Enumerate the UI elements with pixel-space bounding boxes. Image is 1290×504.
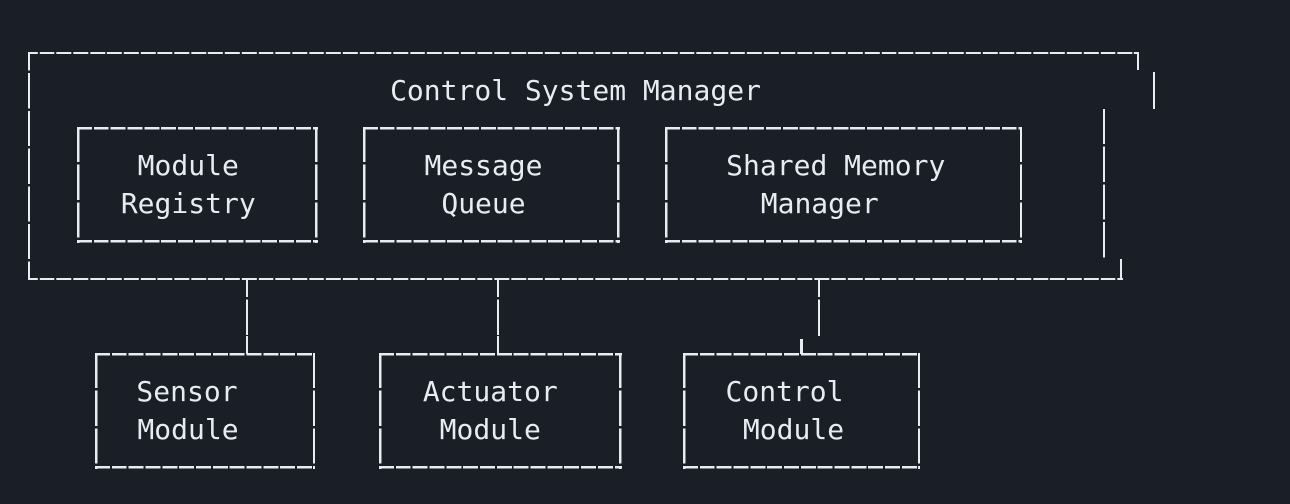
label-line: Registry — [120, 186, 256, 220]
label-line: Actuator — [422, 375, 558, 409]
label-line: Sensor — [136, 375, 238, 409]
outer-box-right-edge-title-segment — [1152, 71, 1156, 109]
box-control-module: Control Module — [682, 353, 921, 469]
label-line: Queue — [441, 186, 526, 220]
outer-box-top-edge — [27, 51, 1140, 55]
box-label: Shared Memory Manager — [668, 130, 1020, 241]
label-line: Module — [439, 413, 541, 447]
box-module-registry: Module Registry — [76, 127, 318, 243]
label-line: Module — [742, 413, 845, 447]
label-line: Module — [137, 149, 239, 183]
connector-sensor-module — [245, 280, 249, 354]
box-message-queue: Message Queue — [363, 127, 620, 243]
box-shared-memory-manager: Shared Memory Manager — [665, 127, 1023, 243]
label-line: Module — [137, 413, 239, 447]
connector-control-module-lower — [800, 338, 803, 354]
outer-box-right-edge-mid-segment — [1102, 109, 1106, 260]
label-line: Control — [725, 375, 844, 409]
box-label: Sensor Module — [97, 356, 313, 467]
label-line: Message — [424, 149, 543, 183]
box-sensor-module: Sensor Module — [94, 353, 316, 469]
box-label: Control Module — [685, 356, 918, 467]
box-label: Message Queue — [366, 130, 618, 241]
label-line: Shared Memory — [726, 149, 946, 183]
outer-box-bottom-right-corner — [1119, 258, 1123, 281]
manager-title: Control System Manager — [390, 73, 761, 107]
box-actuator-module: Actuator Module — [378, 353, 622, 469]
outer-box-bottom-edge — [27, 277, 1123, 281]
outer-box-top-right-corner — [1136, 51, 1140, 71]
connector-control-module-upper — [817, 280, 821, 336]
box-label: Actuator Module — [381, 356, 619, 467]
label-line: Manager — [760, 186, 879, 220]
box-label: Module Registry — [79, 130, 315, 241]
outer-box-left-edge — [27, 51, 31, 281]
connector-actuator-module — [496, 280, 500, 354]
